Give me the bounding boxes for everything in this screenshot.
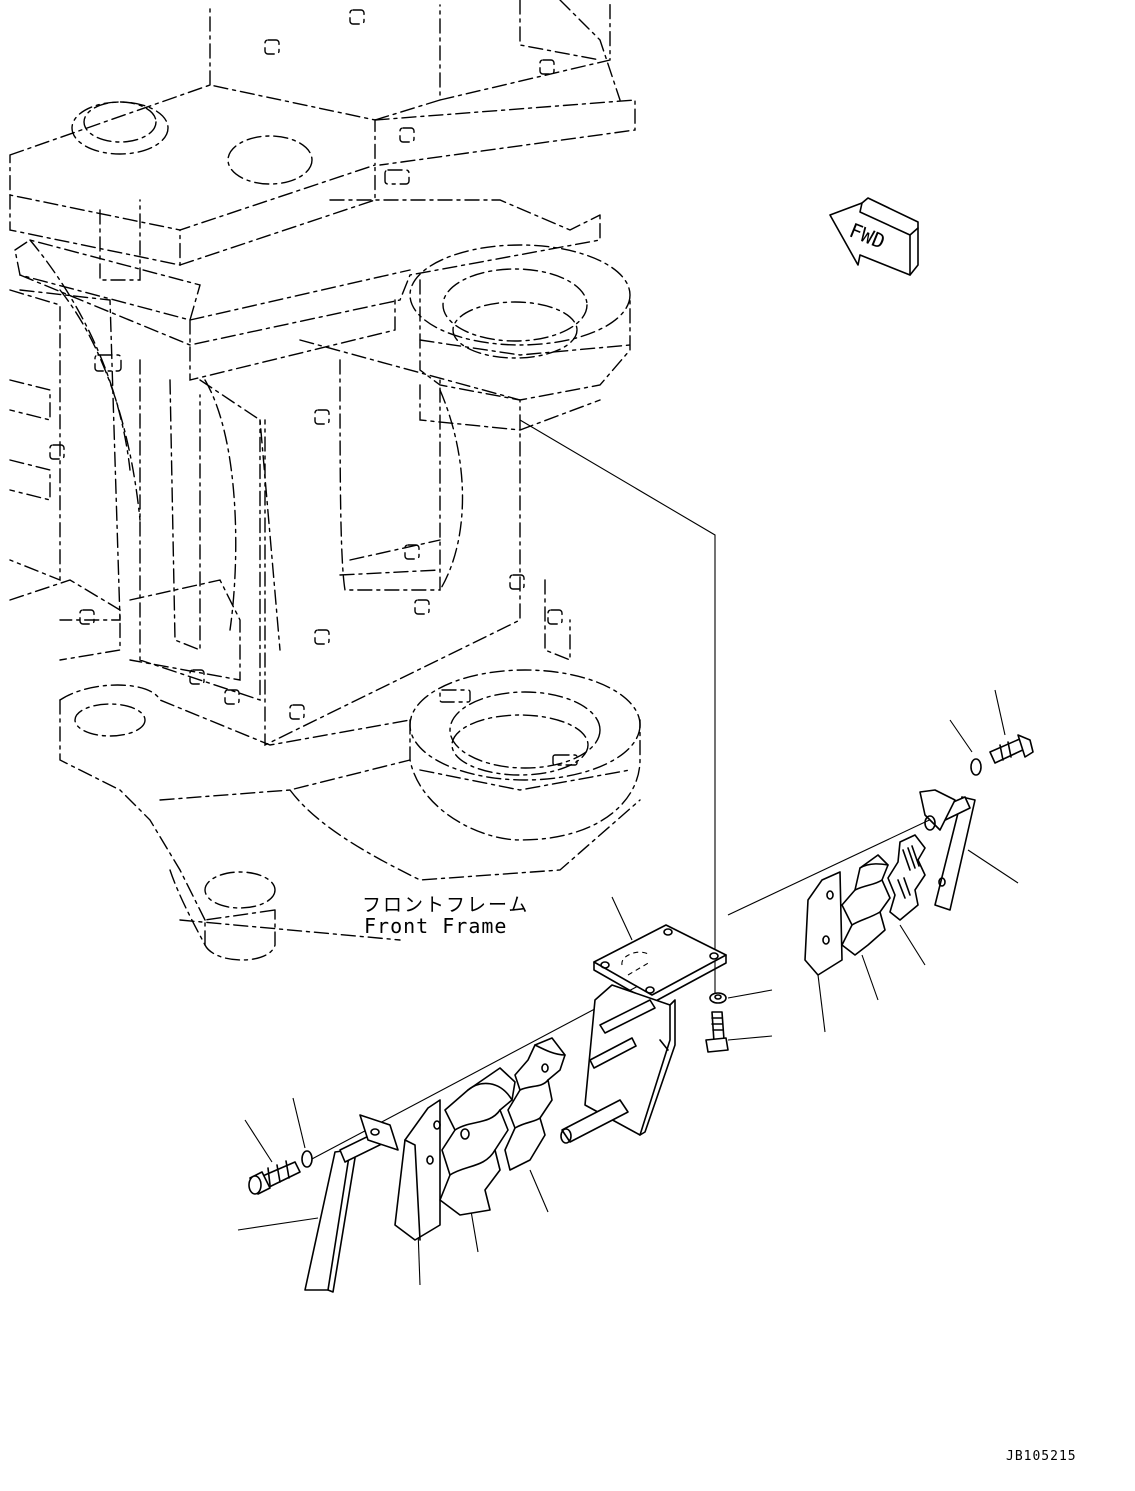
- front-frame: [9, 0, 641, 961]
- left-clamp-b: [504, 1037, 566, 1171]
- fwd-arrow-icon: FWD: [829, 197, 919, 276]
- left-clamp-a: [439, 1067, 516, 1216]
- front-frame-label-jp: フロントフレーム: [362, 894, 530, 916]
- center-bolt: [705, 1011, 729, 1053]
- mounting-bracket: [560, 924, 727, 1144]
- center-fasteners: [705, 992, 729, 1053]
- right-strip: [804, 871, 843, 976]
- left-washer: [301, 1150, 313, 1168]
- center-washer: [709, 992, 727, 1004]
- right-plate: [919, 789, 976, 911]
- leader-lines: [237, 419, 1019, 1286]
- right-washer: [970, 758, 982, 776]
- left-plate: [304, 1114, 399, 1293]
- left-strip: [394, 1099, 441, 1241]
- left-bolt: [248, 1160, 301, 1195]
- front-frame-label-en: Front Frame: [364, 914, 508, 938]
- left-clamp-assembly: [248, 1037, 566, 1293]
- right-clamp-assembly: [804, 734, 1034, 976]
- drawing-code: JB105215: [1006, 1449, 1077, 1464]
- right-clamp-b: [887, 834, 926, 921]
- right-bolt: [989, 734, 1034, 764]
- right-clamp-a: [841, 854, 891, 956]
